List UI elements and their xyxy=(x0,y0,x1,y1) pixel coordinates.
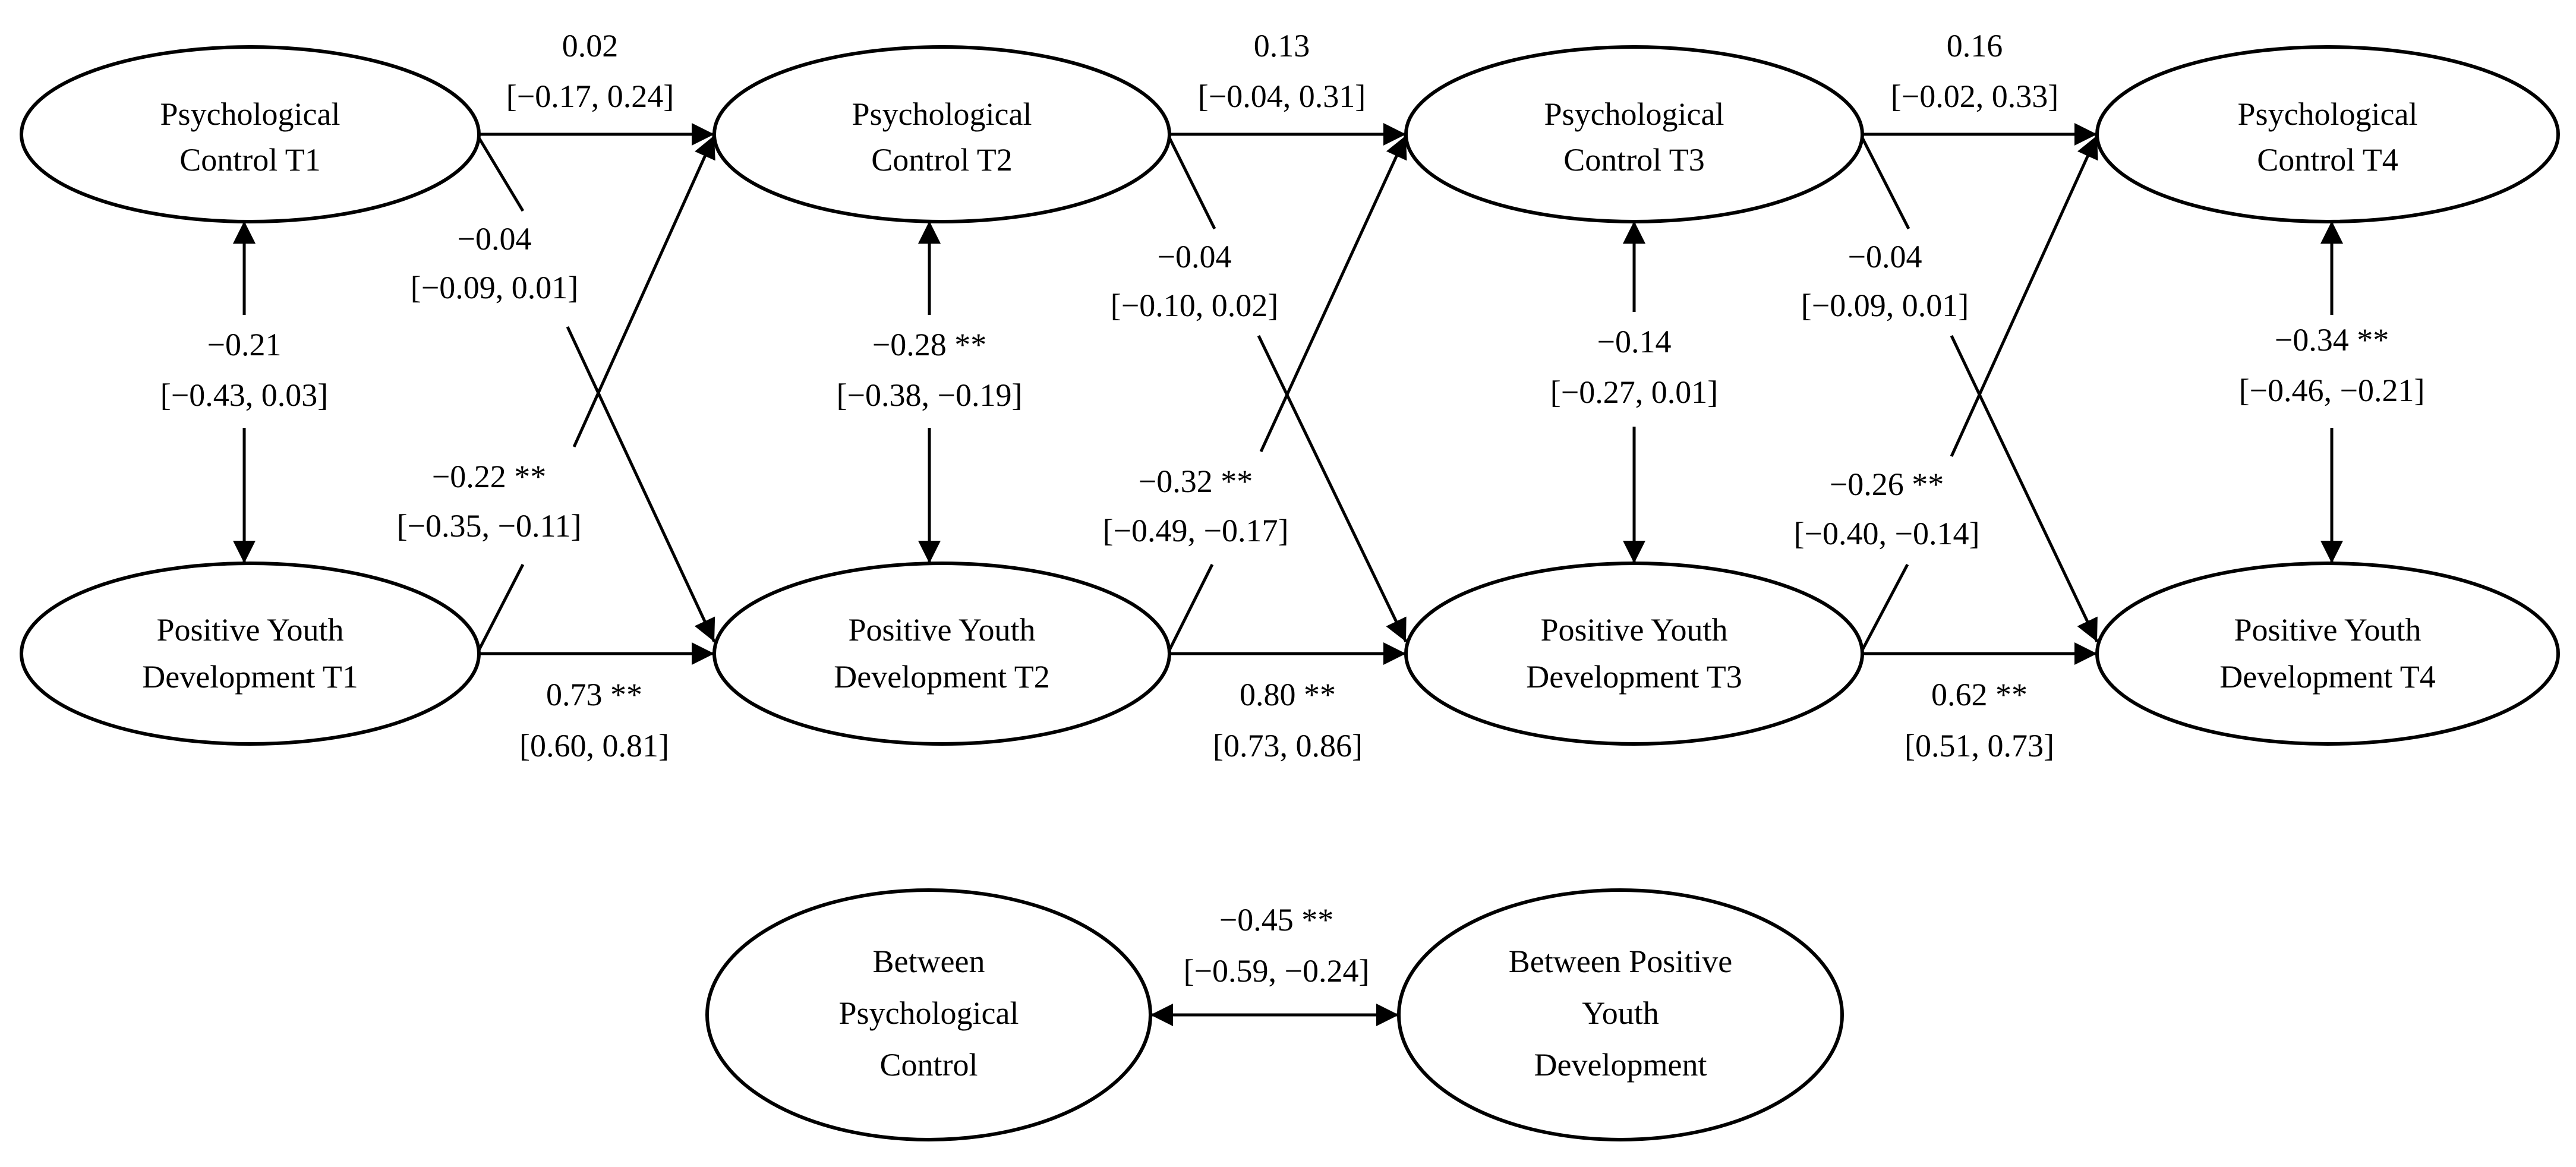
label-pyd3-pyd4-ci: [0.51, 0.73] xyxy=(1905,728,2054,764)
node-pc-t1: Psychological Control T1 xyxy=(20,45,481,223)
node-pc-t4: Psychological Control T4 xyxy=(2095,45,2560,223)
node-pc-t2-line2: Control T2 xyxy=(871,142,1013,178)
path-arrow-pc2-pyd3-upper xyxy=(1168,137,1216,230)
label-pyd2-pyd3-estimate: 0.80 ** xyxy=(1240,677,1336,712)
path-arrow-pyd1-pc2-lower xyxy=(477,563,525,651)
label-cov-t1-ci: [−0.43, 0.03] xyxy=(160,377,328,413)
label-pyd2-pc3-estimate: −0.32 ** xyxy=(1139,463,1253,499)
edges xyxy=(233,123,2343,1026)
node-pyd-t4: Positive Youth Development T4 xyxy=(2095,562,2560,746)
node-between-pyd-line2: Youth xyxy=(1582,995,1659,1031)
label-pc3-pc4-estimate: 0.16 xyxy=(1947,28,2003,64)
label-pyd3-pyd4-estimate: 0.62 ** xyxy=(1931,677,2028,712)
label-pyd3-pc4-estimate: −0.26 ** xyxy=(1830,466,1944,502)
node-pc-t1-line2: Control T1 xyxy=(179,142,321,178)
label-pc2-pyd3-estimate: −0.04 xyxy=(1158,239,1232,275)
label-pc1-pyd2-ci: [−0.09, 0.01] xyxy=(411,270,578,305)
label-pyd1-pc2-ci: [−0.35, −0.11] xyxy=(397,508,582,544)
label-cov-between-ci: [−0.59, −0.24] xyxy=(1184,953,1370,989)
path-arrow-pyd2-pc3-lower xyxy=(1168,563,1214,651)
path-arrow-pc3-pyd4-upper xyxy=(1861,137,1910,230)
path-arrow-pc2-pyd3-lower xyxy=(1257,335,1408,643)
node-pyd-t2: Positive Youth Development T2 xyxy=(712,562,1171,746)
node-pyd-t3-line1: Positive Youth xyxy=(1540,612,1727,648)
node-pc-t3: Psychological Control T3 xyxy=(1404,45,1864,223)
label-pyd1-pyd2-estimate: 0.73 ** xyxy=(546,677,642,712)
node-between-pc-line3: Control xyxy=(879,1047,978,1083)
node-pc-t1-line1: Psychological xyxy=(160,96,340,132)
node-pyd-t3: Positive Youth Development T3 xyxy=(1404,562,1864,746)
node-pyd-t1-line1: Positive Youth xyxy=(156,612,343,648)
node-pyd-t1-line2: Development T1 xyxy=(142,659,358,695)
path-arrow-pc1-pyd2-lower xyxy=(566,326,716,643)
label-pc3-pyd4-ci: [−0.09, 0.01] xyxy=(1801,288,1969,323)
label-pyd3-pc4-ci: [−0.40, −0.14] xyxy=(1794,516,1980,551)
path-arrow-pyd3-pc4-upper xyxy=(1950,134,2099,458)
label-cov-t3-ci: [−0.27, 0.01] xyxy=(1550,374,1718,410)
label-cov-t2-estimate: −0.28 ** xyxy=(872,327,986,362)
path-arrow-pyd2-pc3-upper xyxy=(1259,134,1408,453)
node-pc-t3-line1: Psychological xyxy=(1544,96,1724,132)
label-pc3-pyd4-estimate: −0.04 xyxy=(1848,239,1922,275)
label-pyd1-pc2-estimate: −0.22 ** xyxy=(432,459,546,494)
node-between-pc-line1: Between xyxy=(873,944,985,979)
node-pc-t2: Psychological Control T2 xyxy=(712,45,1171,223)
node-between-pc: Between Psychological Control xyxy=(705,888,1152,1141)
node-pyd-t4-line1: Positive Youth xyxy=(2234,612,2421,648)
label-pc1-pc2-ci: [−0.17, 0.24] xyxy=(506,78,674,114)
path-arrow-pyd3-pc4-lower xyxy=(1861,563,1909,651)
node-pyd-t2-line2: Development T2 xyxy=(834,659,1049,695)
path-arrow-pyd1-pc2-upper xyxy=(572,134,716,448)
label-cov-t4-ci: [−0.46, −0.21] xyxy=(2239,373,2425,408)
node-pc-t3-line2: Control T3 xyxy=(1563,142,1705,178)
node-pyd-t3-line2: Development T3 xyxy=(1526,659,1742,695)
label-pc1-pyd2-estimate: −0.04 xyxy=(458,221,532,257)
node-pyd-t1: Positive Youth Development T1 xyxy=(20,562,481,746)
label-cov-between-estimate: −0.45 ** xyxy=(1219,902,1333,938)
label-cov-t4-estimate: −0.34 ** xyxy=(2275,322,2389,358)
label-pyd1-pyd2-ci: [0.60, 0.81] xyxy=(519,728,669,764)
node-pyd-t4-line2: Development T4 xyxy=(2219,659,2435,695)
edge-labels: 0.02 [−0.17, 0.24] 0.13 [−0.04, 0.31] 0.… xyxy=(160,28,2425,989)
label-pyd2-pc3-ci: [−0.49, −0.17] xyxy=(1103,513,1289,548)
label-cov-t1-estimate: −0.21 xyxy=(207,327,282,362)
node-between-pyd: Between Positive Youth Development xyxy=(1397,888,1844,1141)
node-between-pc-line2: Psychological xyxy=(839,995,1019,1031)
node-pyd-t2-line1: Positive Youth xyxy=(848,612,1035,648)
path-arrow-pc3-pyd4-lower xyxy=(1950,335,2099,643)
label-pc1-pc2-estimate: 0.02 xyxy=(562,28,619,64)
node-pc-t4-line2: Control T4 xyxy=(2257,142,2398,178)
label-cov-t3-estimate: −0.14 xyxy=(1597,324,1672,359)
path-arrow-pc1-pyd2-upper xyxy=(477,137,525,212)
node-between-pyd-line3: Development xyxy=(1534,1047,1707,1083)
label-pc2-pc3-ci: [−0.04, 0.31] xyxy=(1198,78,1366,114)
node-pc-t2-line1: Psychological xyxy=(852,96,1032,132)
label-pc3-pc4-ci: [−0.02, 0.33] xyxy=(1891,78,2058,114)
label-pyd2-pyd3-ci: [0.73, 0.86] xyxy=(1213,728,1363,764)
node-between-pyd-line1: Between Positive xyxy=(1509,944,1732,979)
label-cov-t2-ci: [−0.38, −0.19] xyxy=(837,377,1023,413)
label-pc2-pyd3-ci: [−0.10, 0.02] xyxy=(1111,288,1278,323)
label-pc2-pc3-estimate: 0.13 xyxy=(1254,28,1310,64)
node-pc-t4-line1: Psychological xyxy=(2238,96,2418,132)
